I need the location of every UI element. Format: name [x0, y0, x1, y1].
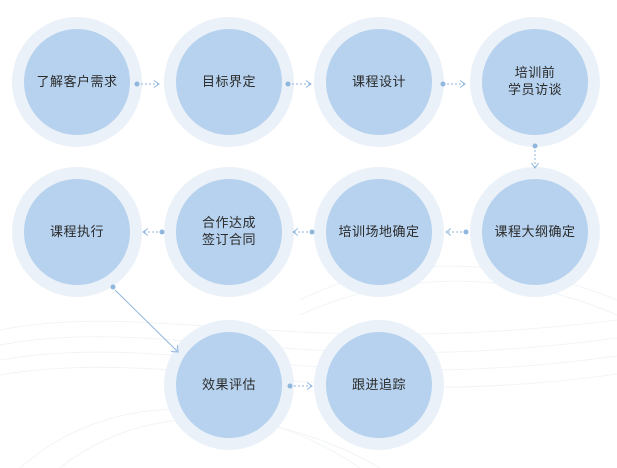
step-circle: 课程大纲确定 [482, 179, 588, 285]
connector-arrow [287, 382, 313, 390]
step-label: 跟进追踪 [351, 377, 406, 393]
step-label: 培训场地确定 [338, 224, 420, 240]
connector-arrow [445, 228, 469, 236]
connector-arrow [531, 143, 539, 169]
step-circle: 培训前 学员访谈 [482, 29, 588, 135]
step-circle: 了解客户需求 [24, 29, 130, 135]
step-circle: 合作达成 签订合同 [176, 179, 282, 285]
step-effect-evaluation: 效果评估 [164, 320, 294, 450]
connector-arrow [142, 228, 165, 236]
step-circle: 课程执行 [24, 179, 130, 285]
step-label: 培训前 学员访谈 [507, 66, 562, 98]
step-circle: 跟进追踪 [326, 332, 432, 438]
step-circle: 课程设计 [326, 29, 432, 135]
step-label: 课程大纲确定 [494, 224, 576, 240]
step-define-goals: 目标界定 [164, 17, 294, 147]
step-label: 课程设计 [351, 74, 406, 90]
connector-arrow [292, 228, 315, 236]
step-label: 效果评估 [201, 377, 256, 393]
step-circle: 培训场地确定 [326, 179, 432, 285]
connector-arrow [440, 80, 466, 88]
step-pre-training-interview: 培训前 学员访谈 [470, 17, 600, 147]
step-course-execution: 课程执行 [12, 167, 142, 297]
step-label: 课程执行 [49, 224, 104, 240]
connector-arrow [285, 80, 312, 88]
step-follow-up: 跟进追踪 [314, 320, 444, 450]
step-course-design: 课程设计 [314, 17, 444, 147]
step-understand-client-needs: 了解客户需求 [12, 17, 142, 147]
connector-arrow [110, 284, 179, 353]
step-venue-confirmed: 培训场地确定 [314, 167, 444, 297]
step-circle: 效果评估 [176, 332, 282, 438]
step-label: 了解客户需求 [36, 74, 118, 90]
step-outline-confirmed: 课程大纲确定 [470, 167, 600, 297]
connector-arrow [134, 80, 160, 88]
step-sign-contract: 合作达成 签订合同 [164, 167, 294, 297]
step-label: 目标界定 [201, 74, 256, 90]
step-label: 合作达成 签订合同 [201, 216, 256, 248]
step-circle: 目标界定 [176, 29, 282, 135]
